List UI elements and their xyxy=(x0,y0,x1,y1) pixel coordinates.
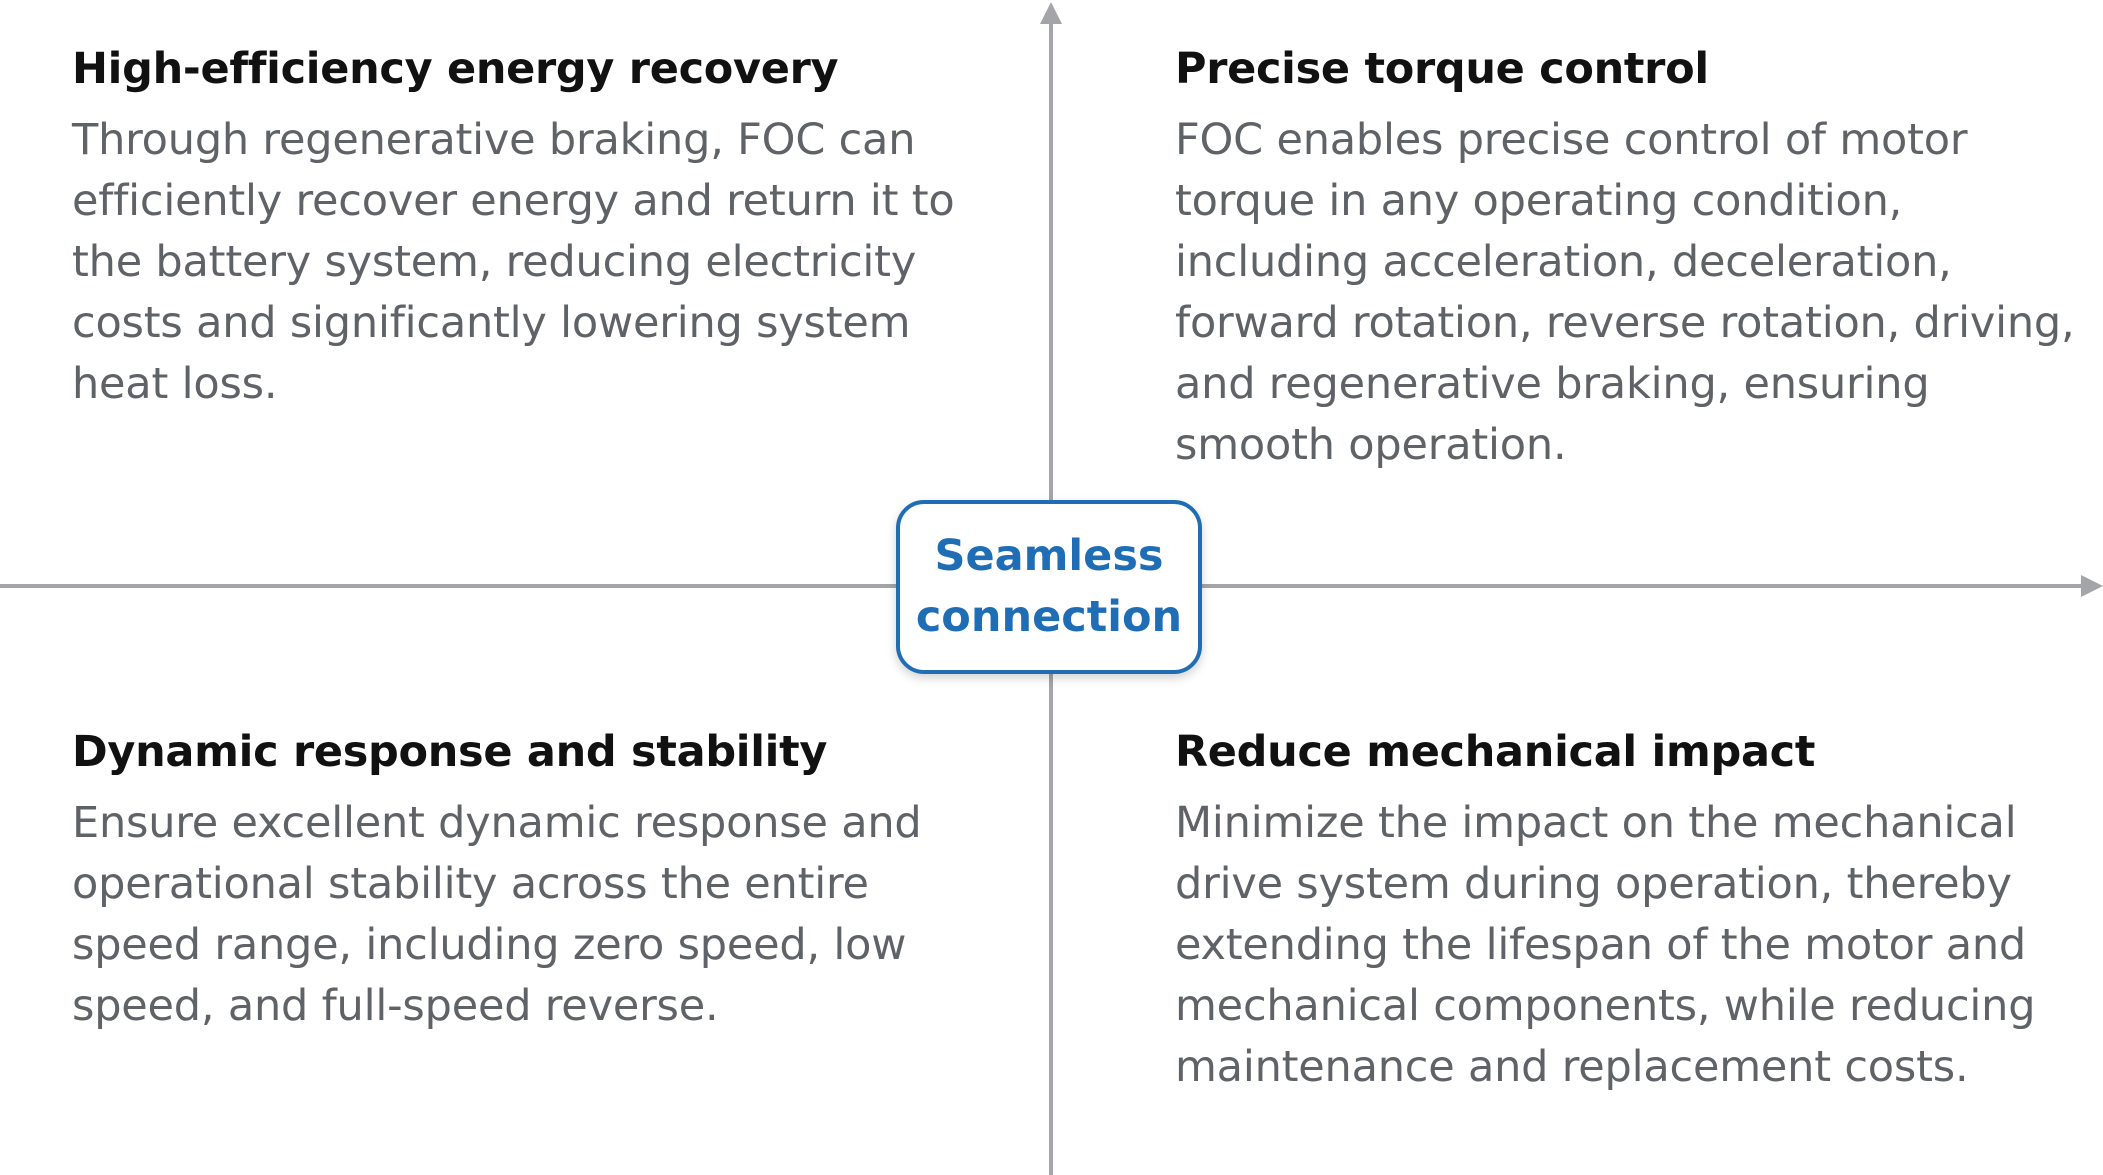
vertical-axis-arrow-icon xyxy=(1040,2,1062,24)
quadrant-bottom-right: Reduce mechanical impact Minimize the im… xyxy=(1175,727,2075,1098)
quadrant-top-left: High-efficiency energy recovery Through … xyxy=(72,44,972,415)
horizontal-axis-arrow-icon xyxy=(2081,575,2103,597)
quadrant-title-mechanical-impact: Reduce mechanical impact xyxy=(1175,727,1816,777)
quadrant-title-torque-control: Precise torque control xyxy=(1175,44,1709,94)
quadrant-top-right: Precise torque control FOC enables preci… xyxy=(1175,44,2075,476)
quadrant-bottom-left: Dynamic response and stability Ensure ex… xyxy=(72,727,972,1037)
center-node-label: Seamless connection xyxy=(915,531,1183,642)
quadrant-body-energy-recovery: Through regenerative braking, FOC can ef… xyxy=(72,114,955,409)
quadrant-title-energy-recovery: High-efficiency energy recovery xyxy=(72,44,839,94)
quadrant-body-torque-control: FOC enables precise control of motor tor… xyxy=(1175,114,2075,470)
center-node: Seamless connection xyxy=(896,500,1202,674)
quadrant-title-dynamic-response: Dynamic response and stability xyxy=(72,727,828,777)
quadrant-body-mechanical-impact: Minimize the impact on the mechanical dr… xyxy=(1175,797,2036,1092)
quadrant-body-dynamic-response: Ensure excellent dynamic response and op… xyxy=(72,797,922,1031)
